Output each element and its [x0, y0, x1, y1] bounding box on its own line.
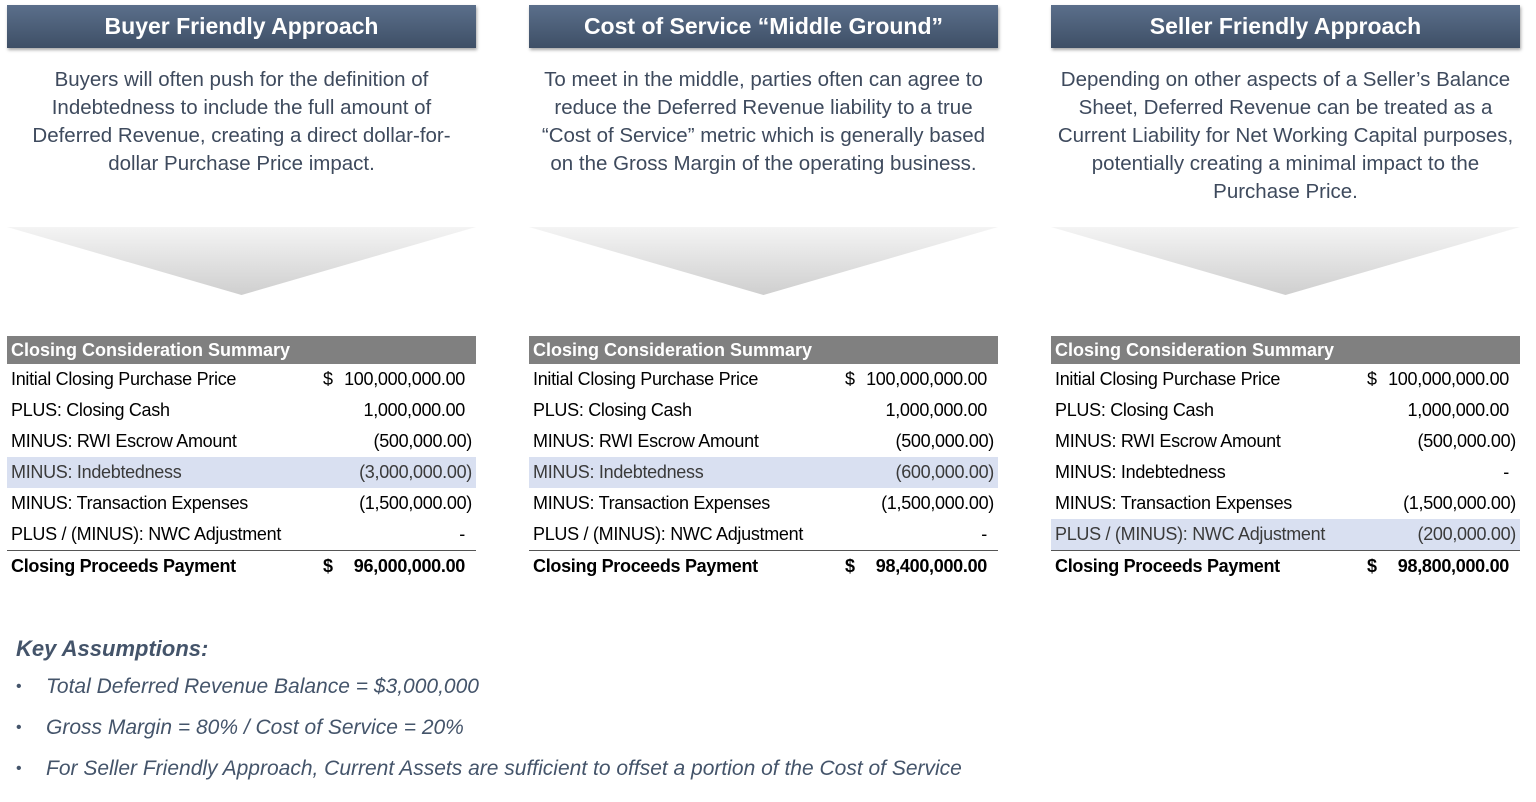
approach-description: To meet in the middle, parties often can… — [541, 68, 986, 175]
table-row: MINUS: Transaction Expenses (1,500,000.00… — [7, 488, 476, 519]
total-label: Closing Proceeds Payment — [1055, 556, 1280, 576]
row-value: (1,500,000.00) — [359, 493, 472, 513]
table-header: Closing Consideration Summary — [1051, 336, 1520, 364]
table-row: MINUS: RWI Escrow Amount (500,000.00) — [1051, 426, 1520, 457]
row-label: PLUS: Closing Cash — [1055, 400, 1214, 420]
row-value: 100,000,000.00 — [1388, 369, 1509, 389]
row-label: PLUS / (MINUS): NWC Adjustment — [1055, 524, 1326, 544]
row-label: PLUS: Closing Cash — [533, 400, 692, 420]
total-row: Closing Proceeds Payment $98,800,000.00 — [1051, 550, 1520, 581]
row-label: MINUS: RWI Escrow Amount — [11, 431, 237, 451]
row-label: PLUS: Closing Cash — [11, 400, 170, 420]
row-label: PLUS / (MINUS): NWC Adjustment — [11, 524, 282, 544]
row-value: (200,000.00) — [1417, 524, 1517, 544]
row-label: Initial Closing Purchase Price — [1055, 369, 1281, 389]
row-value: (500,000.00) — [373, 431, 473, 451]
row-value: 1,000,000.00 — [885, 400, 988, 420]
currency-symbol: $ — [1367, 369, 1377, 389]
row-label: PLUS / (MINUS): NWC Adjustment — [533, 524, 804, 544]
table-row: MINUS: Indebtedness - — [1051, 457, 1520, 488]
row-value: (600,000.00) — [895, 462, 995, 482]
table-row: MINUS: Transaction Expenses (1,500,000.00… — [1051, 488, 1520, 519]
total-value: 96,000,000.00 — [353, 556, 466, 576]
currency-symbol: $ — [323, 369, 333, 389]
approach-description: Buyers will often push for the definitio… — [32, 68, 451, 175]
total-label: Closing Proceeds Payment — [11, 556, 236, 576]
row-value: (1,500,000.00) — [1403, 493, 1516, 513]
row-value: 100,000,000.00 — [344, 369, 465, 389]
table-row: Initial Closing Purchase Price $100,000,0… — [1051, 364, 1520, 395]
approach-header: Buyer Friendly Approach — [7, 5, 476, 48]
row-label: MINUS: Indebtedness — [11, 462, 182, 482]
row-label: MINUS: Transaction Expenses — [533, 493, 771, 513]
table-row: Initial Closing Purchase Price $100,000,0… — [7, 364, 476, 395]
assumption-item: • Gross Margin = 80% / Cost of Service = … — [16, 707, 962, 748]
chevron-down-arrow-icon — [7, 227, 476, 295]
key-assumptions: Key Assumptions: • Total Deferred Revenue … — [16, 636, 962, 789]
row-label: MINUS: RWI Escrow Amount — [1055, 431, 1281, 451]
table-row: MINUS: RWI Escrow Amount (500,000.00) — [7, 426, 476, 457]
table-row: PLUS: Closing Cash 1,000,000.00 — [7, 395, 476, 426]
total-row: Closing Proceeds Payment $96,000,000.00 — [7, 550, 476, 581]
row-label: Initial Closing Purchase Price — [11, 369, 237, 389]
table-row: MINUS: Indebtedness (3,000,000.00) — [7, 457, 476, 488]
currency-symbol: $ — [845, 556, 855, 576]
row-value: - — [1503, 462, 1509, 482]
row-value: (500,000.00) — [895, 431, 995, 451]
row-value: (500,000.00) — [1417, 431, 1517, 451]
row-label: Initial Closing Purchase Price — [533, 369, 759, 389]
row-value: (3,000,000.00) — [359, 462, 472, 482]
table-row: PLUS: Closing Cash 1,000,000.00 — [529, 395, 998, 426]
total-value: 98,400,000.00 — [875, 556, 988, 576]
row-value: 100,000,000.00 — [866, 369, 987, 389]
row-label: MINUS: Transaction Expenses — [1055, 493, 1293, 513]
assumption-text: For Seller Friendly Approach, Current As… — [46, 757, 962, 780]
assumption-text: Gross Margin = 80% / Cost of Service = 2… — [46, 716, 464, 739]
bullet-icon: • — [16, 760, 22, 777]
chevron-down-arrow-icon — [1051, 227, 1520, 295]
total-label: Closing Proceeds Payment — [533, 556, 758, 576]
bullet-icon: • — [16, 678, 22, 695]
table-row: MINUS: Indebtedness (600,000.00) — [529, 457, 998, 488]
approach-header: Cost of Service “Middle Ground” — [529, 5, 998, 48]
table-row: PLUS / (MINUS): NWC Adjustment - — [529, 519, 998, 550]
currency-symbol: $ — [323, 556, 333, 576]
row-label: MINUS: Transaction Expenses — [11, 493, 249, 513]
key-assumptions-title: Key Assumptions: — [16, 636, 209, 661]
row-label: MINUS: RWI Escrow Amount — [533, 431, 759, 451]
row-value: (1,500,000.00) — [881, 493, 994, 513]
row-value: - — [459, 524, 465, 544]
table-row: PLUS / (MINUS): NWC Adjustment (200,000.0… — [1051, 519, 1520, 550]
approach-description: Depending on other aspects of a Seller’s… — [1057, 68, 1514, 203]
table-header: Closing Consideration Summary — [529, 336, 998, 364]
currency-symbol: $ — [1367, 556, 1377, 576]
row-value: 1,000,000.00 — [363, 400, 466, 420]
currency-symbol: $ — [845, 369, 855, 389]
chevron-down-arrow-icon — [529, 227, 998, 295]
total-row: Closing Proceeds Payment $98,400,000.00 — [529, 550, 998, 581]
table-row: MINUS: RWI Escrow Amount (500,000.00) — [529, 426, 998, 457]
table-row: PLUS: Closing Cash 1,000,000.00 — [1051, 395, 1520, 426]
row-label: MINUS: Indebtedness — [1055, 462, 1226, 482]
table-header: Closing Consideration Summary — [7, 336, 476, 364]
row-label: MINUS: Indebtedness — [533, 462, 704, 482]
assumption-text: Total Deferred Revenue Balance = $3,000,… — [46, 675, 479, 698]
approach-header: Seller Friendly Approach — [1051, 5, 1520, 48]
table-row: Initial Closing Purchase Price $100,000,0… — [529, 364, 998, 395]
assumption-item: • Total Deferred Revenue Balance = $3,000… — [16, 666, 962, 707]
table-row: PLUS / (MINUS): NWC Adjustment - — [7, 519, 476, 550]
row-value: 1,000,000.00 — [1407, 400, 1510, 420]
bullet-icon: • — [16, 719, 22, 736]
total-value: 98,800,000.00 — [1397, 556, 1510, 576]
assumption-item: • For Seller Friendly Approach, Current A… — [16, 748, 962, 789]
table-row: MINUS: Transaction Expenses (1,500,000.00… — [529, 488, 998, 519]
row-value: - — [981, 524, 987, 544]
